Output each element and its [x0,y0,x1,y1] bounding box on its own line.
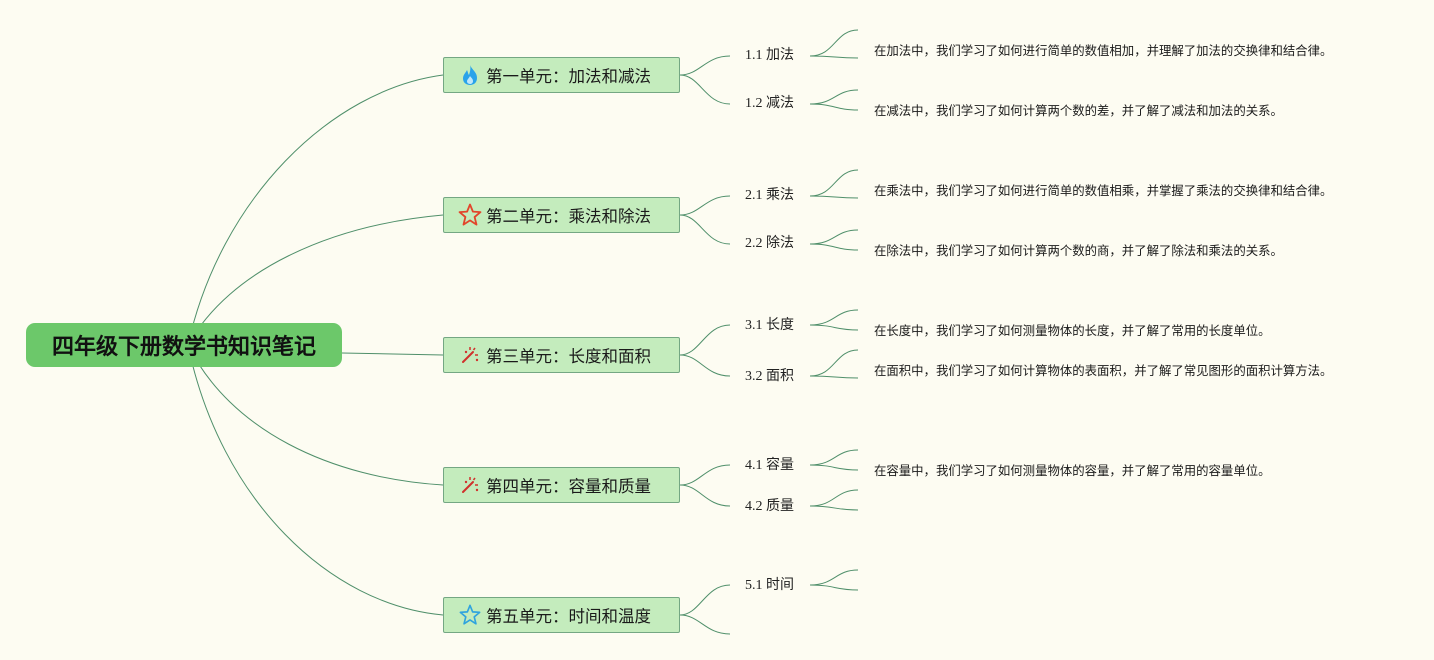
leaf-4-1 [809,449,859,471]
link-unit4-topic2 [679,484,731,507]
link-unit3-topic1 [679,324,731,356]
topic-label-2-1[interactable]: 2.1 乘法 [745,188,794,203]
link-root-unit1 [187,74,444,346]
unit-node-2[interactable]: 第二单元：乘法和除法 [443,197,680,233]
root-node[interactable]: 四年级下册数学书知识笔记 [26,323,342,367]
unit-node-5[interactable]: 第五单元：时间和温度 [443,597,680,633]
topic-label-4-1[interactable]: 4.1 容量 [745,458,794,473]
link-root-unit5 [187,344,444,616]
topic-note-2-2: 在除法中，我们学习了如何计算两个数的商，并了解了除法和乘法的关系。 [874,243,1283,258]
link-unit2-topic2 [679,214,731,245]
leaf-5-1 [809,569,859,591]
leaf-2-2 [809,229,859,251]
star-outline-icon [458,203,482,227]
link-unit5-topic2 [679,614,731,635]
root-title: 四年级下册数学书知识笔记 [51,335,316,360]
leaf-3-1 [809,309,859,331]
link-root-unit2 [187,214,444,346]
unit-title: 第四单元：容量和质量 [486,477,651,496]
link-root-unit3 [341,352,444,356]
link-unit1-topic2 [679,74,731,105]
topic-label-1-2[interactable]: 1.2 减法 [745,96,794,111]
unit-node-1[interactable]: 第一单元：加法和减法 [443,57,680,93]
magic-wand-icon [458,343,482,367]
leaf-3-2 [809,349,859,379]
topic-note-4-1: 在容量中，我们学习了如何测量物体的容量，并了解了常用的容量单位。 [874,463,1271,478]
topic-note-2-1: 在乘法中，我们学习了如何进行简单的数值相乘，并掌握了乘法的交换律和结合律。 [874,183,1333,198]
unit-node-3[interactable]: 第三单元：长度和面积 [443,337,680,373]
unit-title: 第二单元：乘法和除法 [486,207,651,226]
topic-label-1-1[interactable]: 1.1 加法 [745,48,794,63]
unit-title: 第三单元：长度和面积 [486,347,651,366]
topic-label-5-1[interactable]: 5.1 时间 [745,578,794,593]
magic-wand-icon [458,473,482,497]
topic-label-3-1[interactable]: 3.1 长度 [745,318,794,333]
leaf-2-1 [809,169,859,199]
topic-label-2-2[interactable]: 2.2 除法 [745,236,794,251]
fire-icon [458,63,482,87]
unit-node-4[interactable]: 第四单元：容量和质量 [443,467,680,503]
topic-note-3-1: 在长度中，我们学习了如何测量物体的长度，并了解了常用的长度单位。 [874,323,1271,338]
link-unit5-topic1 [679,584,731,616]
link-unit3-topic2 [679,354,731,377]
link-unit1-topic1 [679,55,731,76]
leaf-1-2 [809,89,859,111]
leaf-1-1 [809,29,859,59]
link-unit4-topic1 [679,464,731,486]
unit-title: 第五单元：时间和温度 [486,607,651,626]
unit-title: 第一单元：加法和减法 [486,67,651,86]
leaf-4-2 [809,489,859,511]
star-outline-icon [458,603,482,627]
topic-note-1-2: 在减法中，我们学习了如何计算两个数的差，并了解了减法和加法的关系。 [874,103,1283,118]
topic-label-3-2[interactable]: 3.2 面积 [745,369,794,384]
link-root-unit4 [187,344,444,486]
topic-note-1-1: 在加法中，我们学习了如何进行简单的数值相加，并理解了加法的交换律和结合律。 [874,43,1333,58]
topic-note-3-2: 在面积中，我们学习了如何计算物体的表面积，并了解了常见图形的面积计算方法。 [874,363,1333,378]
topic-label-4-2[interactable]: 4.2 质量 [745,499,794,514]
link-unit2-topic1 [679,195,731,216]
